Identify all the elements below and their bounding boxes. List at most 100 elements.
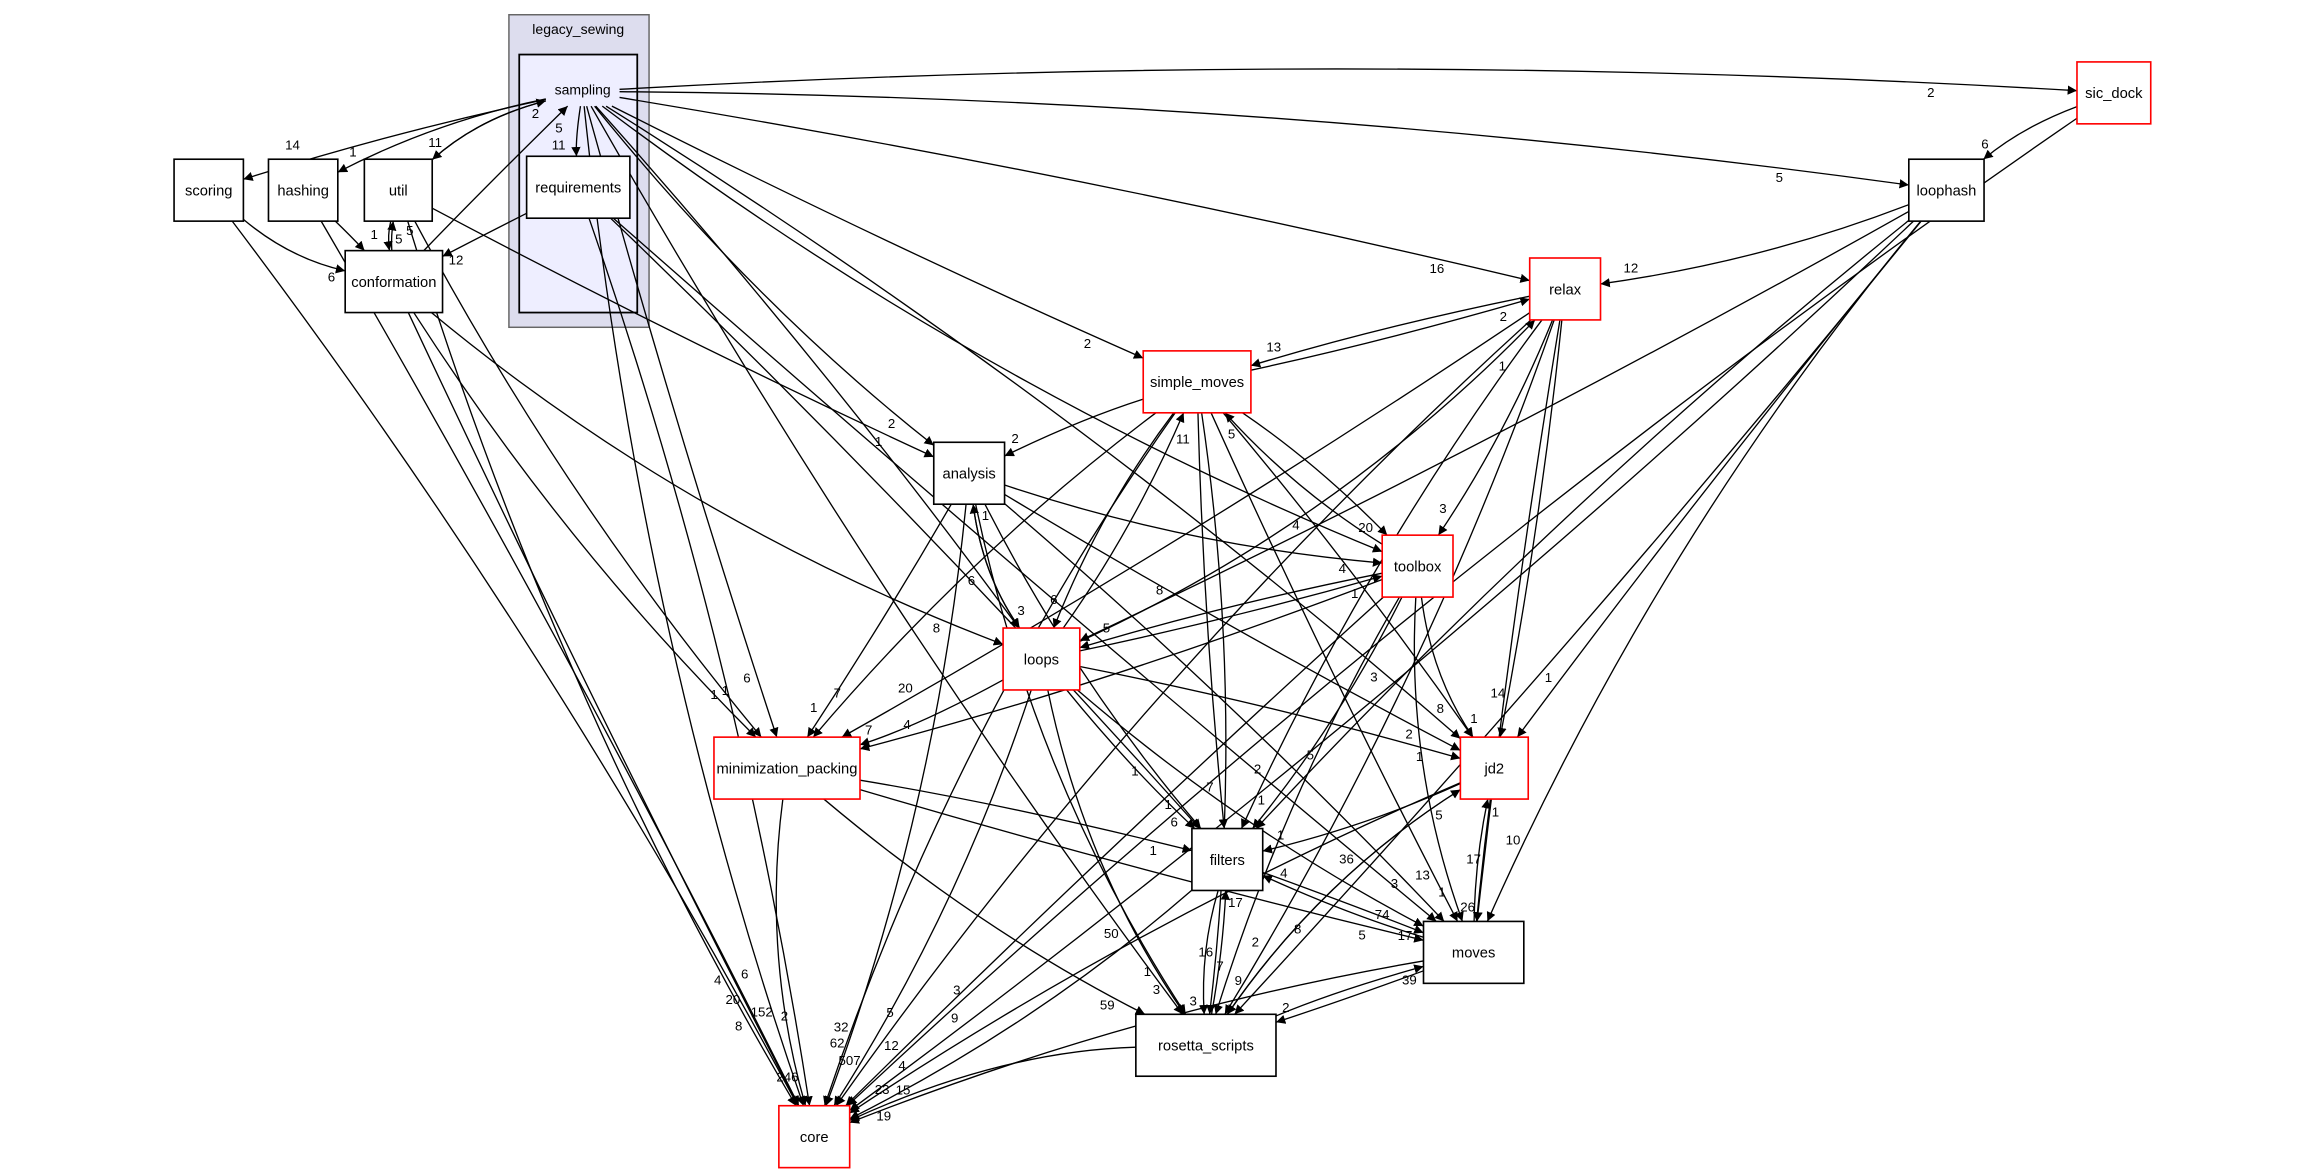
edge-label-rosetta_scripts-to-core[interactable]: 19 (876, 1108, 891, 1123)
node-toolbox[interactable]: toolbox (1381, 534, 1454, 598)
node-loops[interactable]: loops (1002, 627, 1081, 691)
edge-conformation-to-sampling[interactable] (423, 105, 569, 252)
edge-label-simple_moves-to-filters[interactable]: 7 (1206, 780, 1213, 795)
edge-conformation-to-core[interactable] (407, 312, 799, 1107)
edge-loops-to-core[interactable] (833, 689, 1032, 1107)
edge-label-sampling-to-analysis[interactable]: 2 (888, 416, 895, 431)
edge-relax-to-core[interactable] (835, 319, 1532, 1107)
edge-simple_moves-to-analysis[interactable] (1004, 398, 1144, 457)
node-util[interactable]: util (363, 158, 434, 222)
edge-requirements-to-conformation[interactable] (442, 212, 527, 257)
edge-sampling-to-loophash[interactable] (619, 91, 1909, 189)
edge-loops-to-toolbox[interactable] (1079, 574, 1383, 652)
edge-hashing-to-conformation[interactable] (334, 220, 365, 252)
edge-label-simple_moves-to-relax[interactable]: 2 (1500, 309, 1507, 324)
edge-loops-to-filters[interactable] (1066, 689, 1196, 830)
edge-relax-to-moves[interactable] (1473, 319, 1561, 922)
edge-label-sampling-to-simple_moves[interactable]: 2 (1084, 336, 1091, 351)
edge-hashing-to-core[interactable] (320, 220, 800, 1107)
edge-label-util-to-minimization_packing[interactable]: 1 (710, 687, 717, 702)
edge-requirements-to-filters[interactable] (610, 217, 1201, 829)
edge-label-filters-to-moves[interactable]: 17 (1398, 928, 1413, 943)
edge-label-toolbox-to-minimization_packing[interactable]: 4 (903, 717, 910, 732)
edge-label-analysis-to-jd2[interactable]: 2 (1405, 726, 1412, 741)
edge-label-loops-to-minimization_packing[interactable]: 7 (865, 722, 872, 737)
edge-analysis-to-jd2[interactable] (1004, 493, 1461, 751)
edge-loops-to-rosetta_scripts[interactable] (1047, 689, 1186, 1015)
edge-label-conformation-to-loops[interactable]: 8 (933, 620, 940, 635)
edge-label-simple_moves-to-loops[interactable]: 6 (1050, 592, 1057, 607)
edge-sampling-to-toolbox[interactable] (601, 105, 1383, 553)
edge-label-relax-to-minimization_packing[interactable]: 20 (898, 681, 913, 696)
edge-toolbox-to-simple_moves[interactable] (1224, 412, 1383, 545)
edge-label-sic_dock-to-core[interactable]: 3 (953, 983, 960, 998)
edge-label-util-to-analysis[interactable]: 1 (875, 434, 882, 449)
edge-label-sampling-to-jd2[interactable]: 3 (1370, 670, 1377, 685)
edge-label-hashing-to-conformation[interactable]: 1 (371, 227, 378, 242)
edge-label-toolbox-to-filters[interactable]: 1 (1258, 792, 1265, 807)
edge-label-util-to-conformation[interactable]: 5 (395, 232, 402, 247)
node-conformation[interactable]: conformation (344, 249, 444, 314)
edge-label-loops-to-toolbox[interactable]: 1 (1351, 586, 1358, 601)
edge-label-sampling-to-scoring[interactable]: 14 (285, 137, 300, 152)
edge-label-analysis-to-moves[interactable]: 3 (1391, 876, 1398, 891)
edge-analysis-to-filters[interactable] (984, 503, 1202, 829)
edge-simple_moves-to-filters[interactable] (1197, 412, 1228, 829)
edge-label-moves-to-filters[interactable]: 4 (1280, 865, 1287, 880)
edge-label-simple_moves-to-core[interactable]: 32 (834, 1019, 849, 1034)
edge-relax-to-jd2[interactable] (1497, 319, 1563, 738)
edge-label-sampling-to-requirements[interactable]: 11 (552, 137, 566, 152)
edge-label-analysis-to-loops[interactable]: 3 (1017, 603, 1024, 618)
edge-toolbox-to-rosetta_scripts[interactable] (1213, 596, 1401, 1015)
node-core[interactable]: core (778, 1104, 851, 1169)
edge-label-hashing-to-core[interactable]: 6 (741, 967, 748, 982)
edge-conformation-to-util[interactable] (387, 221, 397, 251)
edge-label-loops-to-simple_moves[interactable]: 11 (1176, 432, 1190, 447)
edge-simple_moves-to-minimization_packing[interactable] (812, 412, 1157, 738)
edge-label-loops-to-rosetta_scripts[interactable]: 3 (1153, 982, 1160, 997)
edge-label-conformation-to-core[interactable]: 20 (725, 992, 740, 1007)
edge-label-loophash-to-relax[interactable]: 12 (1624, 260, 1639, 275)
node-hashing[interactable]: hashing (267, 158, 339, 222)
edge-simple_moves-to-jd2[interactable] (1222, 412, 1474, 738)
edge-toolbox-to-loops[interactable] (1079, 572, 1383, 650)
edge-relax-to-toolbox[interactable] (1437, 319, 1554, 536)
edge-moves-to-rosetta_scripts[interactable] (1275, 970, 1424, 1024)
edge-rosetta_scripts-to-filters[interactable] (1210, 890, 1231, 1015)
edge-jd2-to-moves[interactable] (1472, 798, 1491, 922)
edge-sampling-to-analysis[interactable] (594, 105, 935, 446)
edge-loops-to-simple_moves[interactable] (1062, 412, 1185, 629)
edge-loophash-to-loops[interactable] (1079, 210, 1910, 642)
edge-label-sampling-to-loophash[interactable]: 5 (1776, 170, 1783, 185)
edge-moves-to-jd2[interactable] (1473, 798, 1491, 922)
edge-label-loops-to-core[interactable]: 507 (838, 1053, 860, 1068)
edge-label-loops-to-relax[interactable]: 1 (1499, 359, 1506, 374)
edge-sampling-to-simple_moves[interactable] (611, 105, 1144, 359)
edge-label-simple_moves-to-moves[interactable]: 13 (1415, 868, 1430, 883)
edge-filters-to-core[interactable] (849, 889, 1193, 1120)
edge-label-moves-to-rosetta_scripts[interactable]: 2 (1282, 1000, 1289, 1015)
edge-label-jd2-to-rosetta_scripts[interactable]: 9 (1235, 973, 1242, 988)
edge-analysis-to-minimization_packing[interactable] (806, 503, 952, 738)
edge-sampling-to-sic_dock[interactable] (619, 68, 2078, 95)
edge-label-sic_dock-to-loophash[interactable]: 6 (1981, 136, 1988, 151)
edge-label-relax-to-jd2[interactable]: 14 (1490, 685, 1505, 700)
edge-label-loophash-to-filters[interactable]: 5 (1307, 748, 1314, 763)
edge-label-rosetta_scripts-to-moves[interactable]: 39 (1402, 973, 1417, 988)
edge-label-moves-to-jd2[interactable]: 1 (1492, 805, 1499, 820)
edge-label-analysis-to-core[interactable]: 62 (830, 1035, 845, 1050)
edge-label-loophash-to-jd2[interactable]: 1 (1545, 670, 1552, 685)
node-analysis[interactable]: analysis (932, 441, 1006, 506)
node-relax[interactable]: relax (1528, 257, 1602, 321)
edge-label-filters-to-core[interactable]: 23 (875, 1082, 890, 1097)
edge-label-toolbox-to-moves[interactable]: 1 (1438, 885, 1445, 900)
edge-label-scoring-to-conformation[interactable]: 6 (328, 270, 335, 285)
edge-rosetta_scripts-to-core[interactable] (849, 1046, 1136, 1122)
edge-label-jd2-to-core[interactable]: 4 (898, 1058, 905, 1073)
node-minimization_packing[interactable]: minimization_packing (713, 736, 861, 800)
node-loophash[interactable]: loophash (1908, 158, 1985, 222)
edge-label-minimization_packing-to-rosetta_scripts[interactable]: 59 (1100, 998, 1115, 1013)
edge-requirements-to-moves[interactable] (612, 217, 1437, 922)
edge-filters-to-rosetta_scripts[interactable] (1198, 890, 1219, 1015)
edge-label-sampling-to-util[interactable]: 11 (428, 135, 442, 150)
